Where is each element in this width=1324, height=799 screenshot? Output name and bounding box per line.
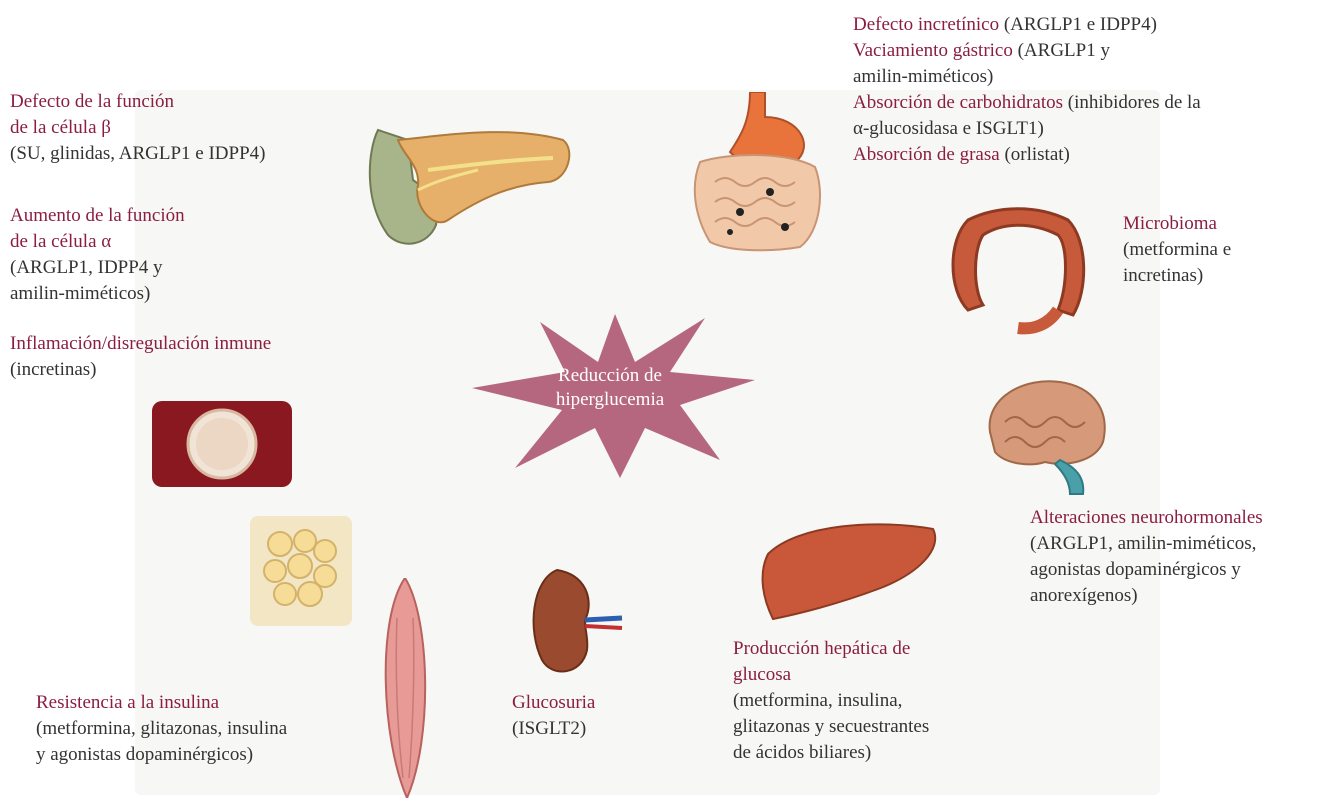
immune-cell-icon (152, 401, 292, 487)
inflammation-desc: (incretinas) (10, 357, 271, 383)
gut-line: Defecto incretínico (ARGLP1 e IDPP4) (853, 12, 1201, 38)
insulin-resistance-label: Resistencia a la insulina (metformina, g… (36, 690, 287, 768)
microbiome-desc: (metformina e incretinas) (1123, 237, 1231, 289)
gut-line: Absorción de grasa (orlistat) (853, 142, 1201, 168)
gut-label: Defecto incretínico (ARGLP1 e IDPP4) Vac… (853, 12, 1201, 168)
alpha-cell-desc: (ARGLP1, IDPP4 y amilin-miméticos) (10, 255, 185, 307)
neurohormonal-desc: (ARGLP1, amilin-miméticos, agonistas dop… (1030, 531, 1263, 609)
alpha-cell-label: Aumento de la función de la célula α (AR… (10, 203, 185, 307)
adipose-tissue-icon (250, 516, 352, 626)
gut-line: Absorción de carbohidratos (inhibidores … (853, 90, 1201, 116)
gut-line: α-glucosidasa e ISGLT1) (853, 116, 1201, 142)
inflammation-label: Inflamación/disregulación inmune (incret… (10, 331, 271, 383)
neurohormonal-title: Alteraciones neurohormonales (1030, 505, 1263, 531)
glucosuria-label: Glucosuria (ISGLT2) (512, 690, 595, 742)
glucosuria-desc: (ISGLT2) (512, 716, 595, 742)
insulin-resistance-title: Resistencia a la insulina (36, 690, 287, 716)
inflammation-title: Inflamación/disregulación inmune (10, 331, 271, 357)
beta-cell-label: Defecto de la función de la célula β (SU… (10, 89, 265, 167)
insulin-resistance-desc: (metformina, glitazonas, insulina y agon… (36, 716, 287, 768)
colon-icon (938, 200, 1098, 340)
microbiome-title: Microbioma (1123, 211, 1231, 237)
neurohormonal-label: Alteraciones neurohormonales (ARGLP1, am… (1030, 505, 1263, 609)
stomach-intestine-icon (690, 92, 830, 252)
center-label: Reducción de hiperglucemia (520, 364, 700, 412)
liver-icon (758, 514, 943, 624)
kidney-icon (527, 560, 627, 680)
gut-line: amilin-miméticos) (853, 64, 1201, 90)
microbiome-label: Microbioma (metformina e incretinas) (1123, 211, 1231, 289)
hepatic-desc: (metformina, insulina, glitazonas y secu… (733, 688, 929, 766)
hepatic-label: Producción hepática de glucosa (metformi… (733, 636, 929, 766)
gut-line: Vaciamiento gástrico (ARGLP1 y (853, 38, 1201, 64)
beta-cell-desc: (SU, glinidas, ARGLP1 e IDPP4) (10, 141, 265, 167)
beta-cell-title: Defecto de la función de la célula β (10, 89, 265, 141)
brain-icon (975, 372, 1115, 497)
pancreas-icon (358, 110, 578, 250)
hepatic-title: Producción hepática de glucosa (733, 636, 929, 688)
alpha-cell-title: Aumento de la función de la célula α (10, 203, 185, 255)
glucosuria-title: Glucosuria (512, 690, 595, 716)
muscle-icon (375, 578, 435, 798)
